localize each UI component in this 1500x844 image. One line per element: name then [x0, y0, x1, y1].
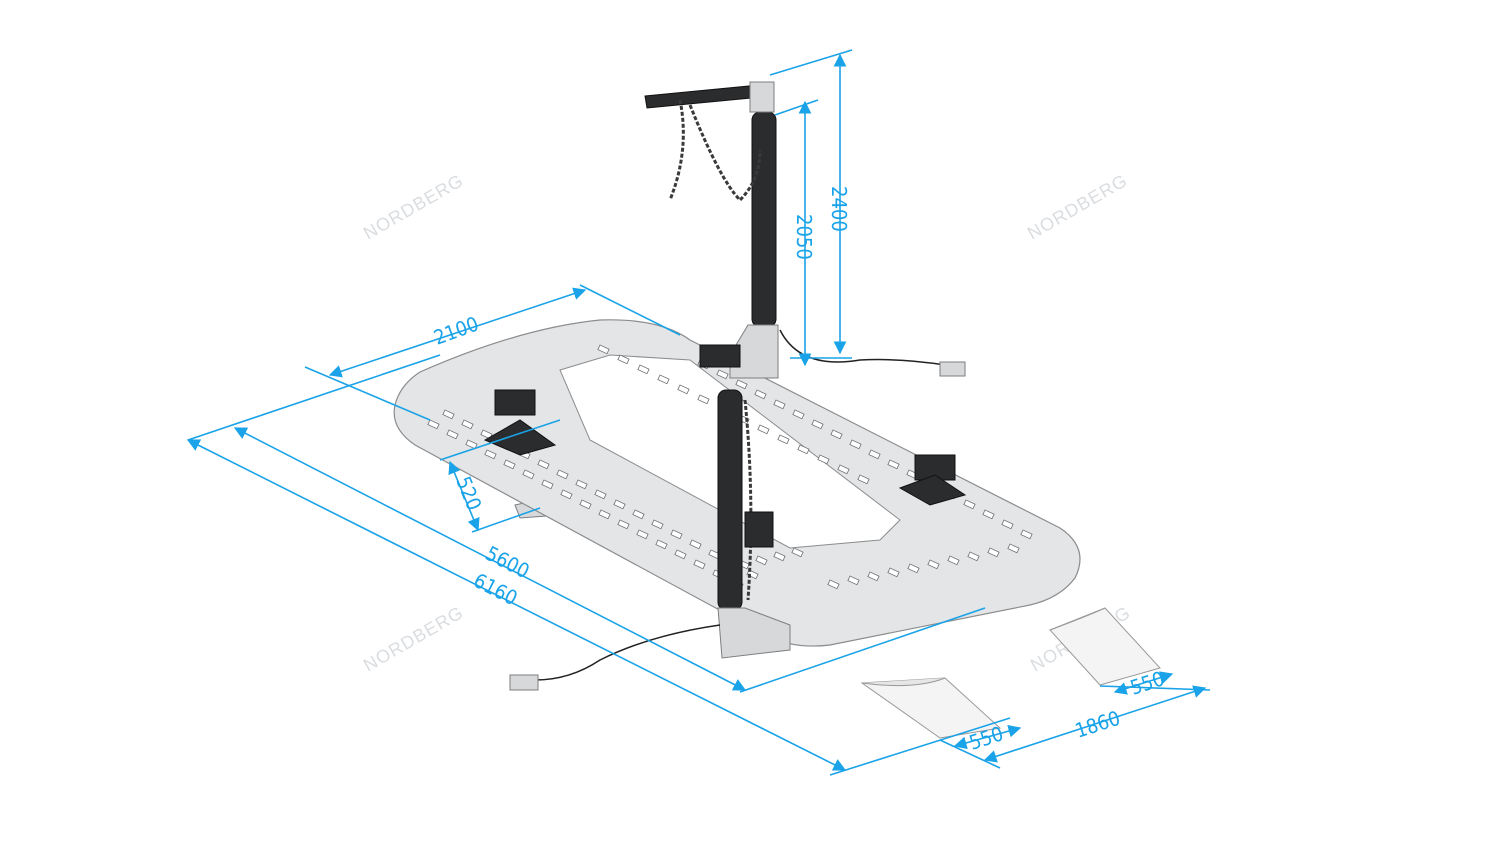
dim-label-2100: 2100 [431, 311, 482, 349]
platform-slot [657, 374, 670, 385]
watermark: NORDBERG [360, 602, 467, 675]
platform-slot [830, 429, 843, 440]
platform-slot [637, 364, 650, 375]
platform-slot [1020, 529, 1033, 540]
platform-slot [792, 409, 805, 420]
platform-slot [967, 551, 980, 562]
platform-slot [617, 354, 630, 365]
platform-slot [947, 555, 960, 566]
platform-slot [1001, 519, 1014, 530]
platform-slot [857, 474, 870, 485]
platform-slot [754, 389, 767, 400]
platform-slot [1007, 543, 1020, 554]
platform-slot [868, 449, 881, 460]
drive-on-ramps [860, 607, 1161, 739]
platform-slot [757, 424, 770, 435]
platform-slot [847, 575, 860, 586]
platform-slot [716, 369, 729, 380]
pedal-icon [509, 674, 539, 691]
watermark: NORDBERG [360, 170, 467, 243]
platform-slot [597, 344, 610, 355]
platform-slot [907, 563, 920, 574]
platform-slot [849, 439, 862, 450]
platform-slot [427, 419, 440, 430]
platform-slot [811, 419, 824, 430]
dim-label-1860: 1860 [1072, 706, 1123, 743]
platform-slot [887, 567, 900, 578]
rear-pulling-tower [644, 81, 779, 379]
platform-slot [887, 459, 900, 470]
dimension-lines [186, 49, 1211, 776]
watermark: NORDBERG [1024, 170, 1131, 243]
platform-slot [677, 384, 690, 395]
platform-slot [982, 509, 995, 520]
dim-label-2400: 2400 [827, 186, 851, 232]
platform-slot [867, 571, 880, 582]
platform-slot [773, 399, 786, 410]
platform-slot [461, 419, 474, 430]
platform-slot [963, 499, 976, 510]
platform-slot [735, 379, 748, 390]
platform-slot [987, 547, 1000, 558]
platform-slot [927, 559, 940, 570]
pedal-icon [939, 361, 966, 377]
platform-slot [697, 394, 710, 405]
dim-label-2050: 2050 [792, 214, 816, 260]
platform-slot [442, 409, 455, 420]
